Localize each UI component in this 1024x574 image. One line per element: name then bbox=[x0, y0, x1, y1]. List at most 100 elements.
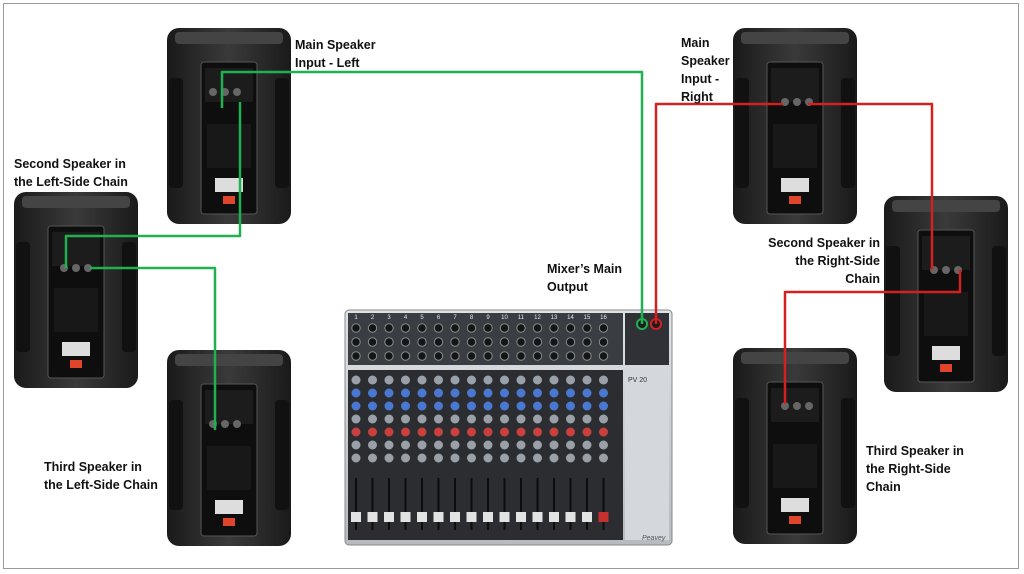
mixer-fader-slot bbox=[602, 478, 605, 530]
cable-second-right-to-third-right bbox=[783, 270, 962, 404]
mixer-fader-slot bbox=[388, 478, 390, 530]
mixer-knob bbox=[483, 375, 493, 385]
mixer-input-jack bbox=[417, 337, 427, 347]
mixer-fader-cap bbox=[499, 512, 510, 522]
mixer-knob bbox=[417, 401, 427, 411]
mixer-knob bbox=[549, 453, 559, 463]
mixer-input-jack bbox=[582, 337, 592, 347]
mixer-knob bbox=[401, 440, 410, 450]
mixer-input-jack bbox=[532, 337, 543, 347]
mixer-brand: Peavey bbox=[642, 535, 666, 542]
speaker-third-right bbox=[733, 348, 857, 544]
mixer-knob bbox=[483, 440, 493, 450]
mixer-knob bbox=[417, 427, 427, 437]
mixer-knob bbox=[566, 427, 575, 437]
mixer-knob bbox=[351, 453, 361, 463]
mixer-input-jack bbox=[466, 351, 477, 361]
mixer-input-jack bbox=[466, 337, 477, 347]
mixer-knob bbox=[450, 440, 460, 450]
mixer-knob bbox=[533, 414, 542, 424]
diagram-frame bbox=[3, 3, 1019, 569]
mixer-knob bbox=[434, 388, 443, 398]
mixer-input-jack bbox=[499, 323, 510, 333]
label-main-speaker-right: Main Speaker Input - Right bbox=[681, 36, 730, 104]
mixer-knob bbox=[467, 375, 476, 385]
left-chain-cables bbox=[64, 70, 644, 430]
mixer-fader-slot bbox=[404, 478, 407, 530]
mixer-fader-cap bbox=[450, 512, 460, 522]
mixer-knob bbox=[450, 401, 460, 411]
mixer-knob bbox=[483, 427, 493, 437]
mixer-knob bbox=[434, 414, 443, 424]
mixer-fader-slot bbox=[470, 478, 473, 530]
mixer-knob bbox=[549, 427, 559, 437]
mixer-fader-slot bbox=[421, 478, 423, 530]
mixer-input-jack bbox=[516, 337, 526, 347]
mixer-knob bbox=[401, 427, 410, 437]
mixer-knob bbox=[351, 401, 361, 411]
cable-mixer-to-main-left bbox=[220, 70, 644, 324]
mixer-input-jack bbox=[433, 323, 444, 333]
mixer-channel-number: 9 bbox=[486, 315, 490, 321]
mixer-knob bbox=[500, 388, 509, 398]
mixer-fader-cap bbox=[400, 512, 411, 522]
label-mixer-main-output: Mixer’s Main Output bbox=[547, 262, 623, 294]
mixer-knob bbox=[582, 401, 592, 411]
mixer-knob bbox=[434, 453, 443, 463]
mixer-knob bbox=[549, 414, 559, 424]
speaker-main-right-badge bbox=[789, 196, 801, 204]
cable-mixer-to-main-right bbox=[654, 102, 783, 324]
mixer-fader-cap bbox=[565, 512, 576, 522]
mixer-fader-slot bbox=[355, 478, 357, 530]
mixer-input-jack bbox=[384, 337, 394, 347]
mixer-input-jack bbox=[417, 351, 427, 361]
mixer-knob bbox=[450, 388, 460, 398]
mixer-knob bbox=[566, 388, 575, 398]
mixer-knob bbox=[483, 388, 493, 398]
mixer-knob bbox=[500, 375, 509, 385]
mixer-knob bbox=[368, 375, 377, 385]
mixer-input-jack bbox=[450, 351, 460, 361]
mixer-channel-number: 12 bbox=[534, 315, 541, 321]
mixer-knob bbox=[368, 388, 377, 398]
mixer-knob bbox=[351, 414, 361, 424]
mixer-knob bbox=[467, 427, 476, 437]
mixer-knob bbox=[417, 388, 427, 398]
mixer-fader-cap bbox=[417, 512, 427, 522]
mixer-knob bbox=[384, 440, 394, 450]
mixer-input-jack bbox=[351, 323, 361, 333]
cable-main-left-to-second-left bbox=[64, 102, 242, 268]
mixer-fader-slot bbox=[371, 478, 374, 530]
mixer-input-jack bbox=[516, 351, 526, 361]
mixer-input-jack bbox=[549, 337, 559, 347]
mixer-input-jack bbox=[384, 323, 394, 333]
mixer-channel-number: 5 bbox=[420, 315, 424, 321]
label-second-speaker-right: Second Speaker in the Right-Side Chain bbox=[768, 236, 880, 286]
mixer-channel-number: 4 bbox=[404, 315, 408, 321]
mixer-input-jack bbox=[417, 323, 427, 333]
mixer-knob bbox=[599, 388, 608, 398]
mixer-knob bbox=[434, 401, 443, 411]
mixer-knob bbox=[368, 453, 377, 463]
mixer-input-jack bbox=[483, 351, 493, 361]
mixer-knob bbox=[401, 388, 410, 398]
mixer-channel-number: 11 bbox=[518, 315, 525, 321]
mixer-knob bbox=[368, 427, 377, 437]
mixer-fader-cap bbox=[516, 512, 526, 522]
mixer-fader-cap bbox=[351, 512, 361, 522]
mixer-knob bbox=[351, 388, 361, 398]
mixer-knob bbox=[384, 453, 394, 463]
mixer-fader-slot bbox=[520, 478, 522, 530]
mixer-input-jack bbox=[582, 323, 592, 333]
mixer-fader-cap bbox=[384, 512, 394, 522]
mixer-knob bbox=[516, 401, 526, 411]
mixer-input-jack bbox=[483, 323, 493, 333]
mixer-fader-cap bbox=[582, 512, 592, 522]
mixer-channel-number: 2 bbox=[371, 315, 375, 321]
mixer-input-jack bbox=[400, 323, 411, 333]
mixer-knob bbox=[500, 440, 509, 450]
mixer-knob bbox=[500, 401, 509, 411]
mixer-input-jack bbox=[400, 337, 411, 347]
mixer-channel-number: 8 bbox=[470, 315, 474, 321]
mixer-knob bbox=[566, 375, 575, 385]
